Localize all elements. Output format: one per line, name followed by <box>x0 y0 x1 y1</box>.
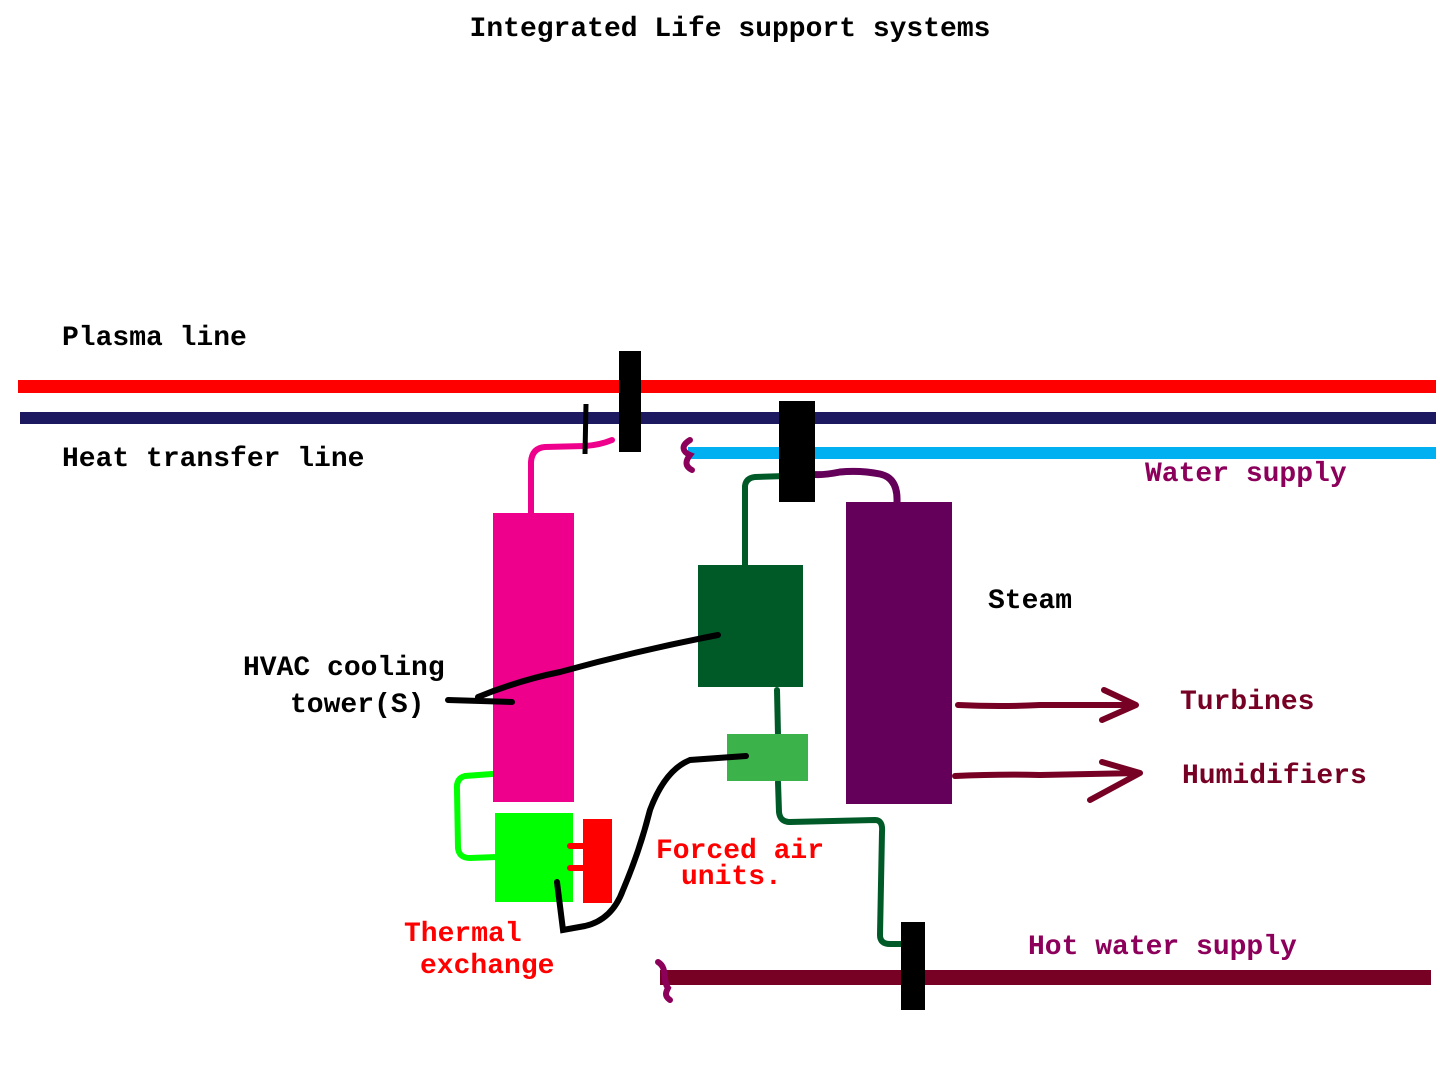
diagram-title: Integrated Life support systems <box>470 14 991 45</box>
humidifiers-arrow <box>952 759 1143 803</box>
turbines-arrow <box>955 687 1139 723</box>
turbines-label: Turbines <box>1180 687 1314 718</box>
forced-air-label-line2: units. <box>681 862 782 893</box>
heat-transfer-line-label: Heat transfer line <box>62 444 364 475</box>
hot-water-valve <box>901 922 925 1010</box>
forced-air-label-line1: Forced air <box>656 836 824 867</box>
thermal-exchange-unit <box>495 813 573 902</box>
hot-water-line <box>660 970 1431 985</box>
steam-feed-pipe <box>806 467 901 506</box>
heat-transfer-valve <box>779 401 815 502</box>
water-supply-line <box>688 447 1436 459</box>
water-supply-label: Water supply <box>1145 459 1347 490</box>
humidifiers-label: Humidifiers <box>1182 761 1367 792</box>
water-supply-line-end <box>680 437 695 473</box>
thermal-plate-tabs <box>567 843 588 871</box>
hvac-label-line2: tower(S) <box>290 690 424 721</box>
hvac-cooling-tower <box>493 513 574 802</box>
steam-tank <box>846 502 952 804</box>
plasma-valve <box>619 351 641 452</box>
fan-forced-air-pipe <box>774 687 781 738</box>
hvac-feed-tap <box>582 403 589 455</box>
fan-unit <box>698 565 803 687</box>
heat-transfer-line <box>20 412 1436 424</box>
thermal-hvac-pipe <box>453 771 500 862</box>
fan-feed-pipe <box>742 473 789 569</box>
hot-water-line-end <box>655 959 673 1003</box>
plasma-line-label: Plasma line <box>62 323 247 354</box>
thermal-exchange-label-line2: exchange <box>420 951 554 982</box>
forced-air-hot-water-pipe <box>775 779 911 947</box>
plasma-line <box>18 380 1436 393</box>
steam-label: Steam <box>988 586 1072 617</box>
hvac-leader-line <box>445 632 721 705</box>
hvac-feed-pipe <box>528 437 615 518</box>
hot-water-supply-label: Hot water supply <box>1028 932 1297 963</box>
thermal-exchange-label-line1: Thermal <box>404 919 522 950</box>
thermal-forced-air-leader <box>554 753 749 934</box>
hvac-label-line1: HVAC cooling <box>243 653 445 684</box>
thermal-plate <box>583 819 612 903</box>
